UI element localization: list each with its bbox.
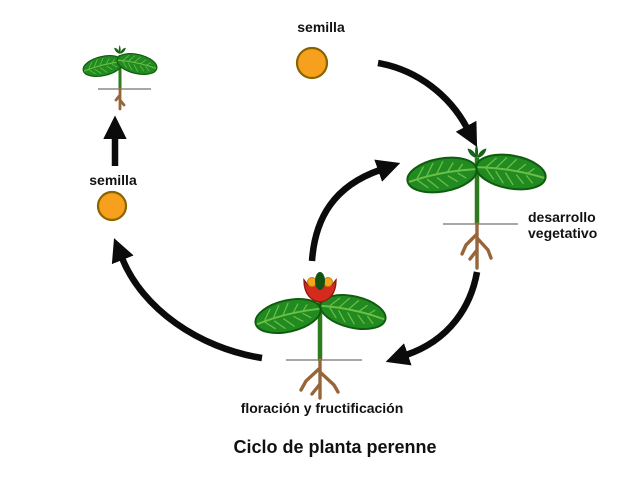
- arrow-seed-to-vegetative: [377, 59, 478, 147]
- label-flowering: floración y fructificación: [240, 400, 404, 416]
- arrow-vegetative-to-flowering: [385, 271, 481, 366]
- vegetative-plant-icon: [403, 144, 550, 270]
- arrow-flowering-to-seed: [111, 238, 263, 362]
- flower-icon: [303, 272, 337, 303]
- label-seed-left: semilla: [89, 172, 137, 188]
- seed-top-icon: [295, 46, 329, 80]
- arrow-flowering-to-vegetative: [308, 159, 401, 262]
- flowering-plant-icon: [251, 272, 390, 400]
- label-seed-top: semilla: [297, 19, 345, 35]
- seed-left-icon: [96, 190, 128, 222]
- seedling-icon: [80, 44, 160, 111]
- diagram-title: Ciclo de planta perenne: [233, 437, 437, 457]
- label-vegetative: desarrollo vegetativo: [528, 209, 598, 241]
